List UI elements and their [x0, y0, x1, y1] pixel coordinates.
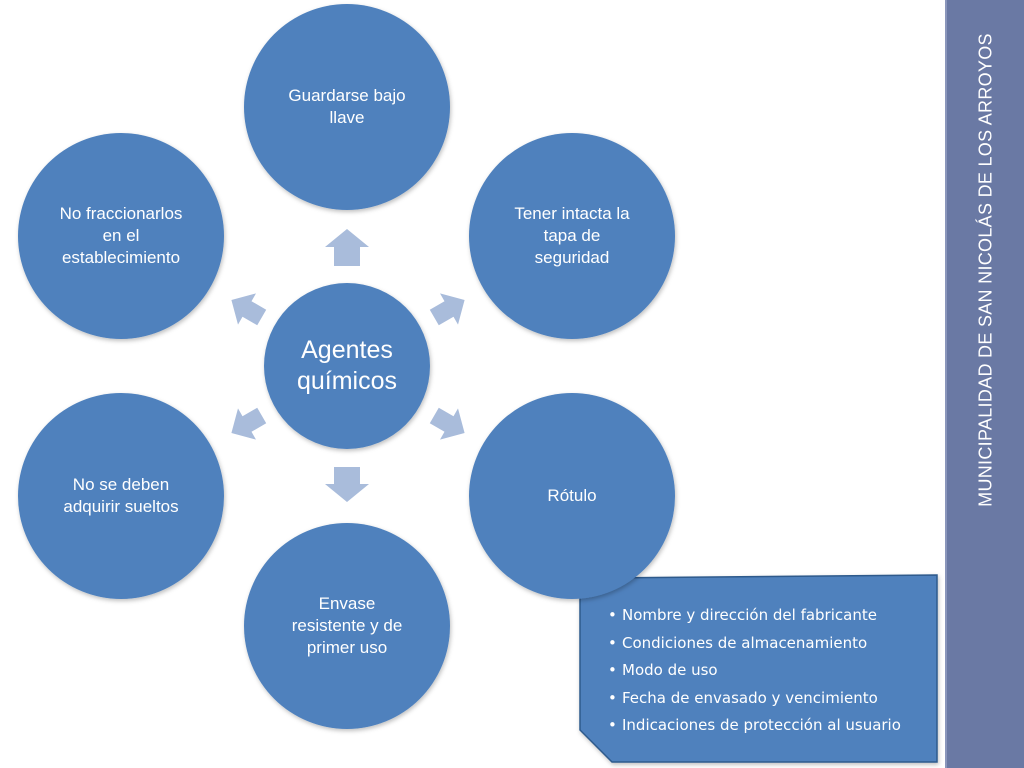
center-label: Agentes químicos	[296, 336, 398, 395]
callout-item: Modo de uso	[602, 659, 938, 687]
arrow-down	[325, 467, 369, 502]
callout-item: Nombre y dirección del fabricante	[602, 604, 938, 632]
node-top-circle	[244, 4, 450, 210]
agentes-quimicos-diagram	[18, 4, 938, 763]
node-top-right-label: Tener intacta la tapa de seguridad	[514, 204, 630, 267]
arrow-lower-right	[429, 407, 465, 440]
center-circle	[264, 283, 430, 449]
callout-list: Nombre y dirección del fabricante Condic…	[602, 604, 938, 742]
node-top-right-circle	[469, 133, 675, 339]
node-bottom-right-circle	[469, 393, 675, 599]
callout-item: Condiciones de almacenamiento	[602, 632, 938, 660]
callout-item: Indicaciones de protección al usuario	[602, 714, 938, 742]
arrow-upper-left	[231, 293, 267, 326]
arrow-upper-right	[429, 293, 465, 326]
sidebar-band: MUNICIPALIDAD DE SAN NICOLÁS DE LOS ARRO…	[945, 0, 1024, 768]
node-top-left-circle	[18, 133, 224, 339]
node-top-label: Guardarse bajo llave	[288, 86, 406, 127]
arrow-lower-left	[231, 407, 267, 440]
node-bottom-circle	[244, 523, 450, 729]
callout-item: Fecha de envasado y vencimiento	[602, 687, 938, 715]
arrow-up	[325, 229, 369, 266]
sidebar-title: MUNICIPALIDAD DE SAN NICOLÁS DE LOS ARRO…	[975, 33, 995, 507]
node-bottom-right-label: Rótulo	[547, 486, 597, 505]
node-bottom-label: Envase resistente y de primer uso	[291, 594, 403, 657]
node-bottom-left-circle	[18, 393, 224, 599]
node-top-left-label: No fraccionarlos en el establecimiento	[59, 204, 183, 267]
node-bottom-left-label: No se deben adquirir sueltos	[63, 475, 179, 516]
